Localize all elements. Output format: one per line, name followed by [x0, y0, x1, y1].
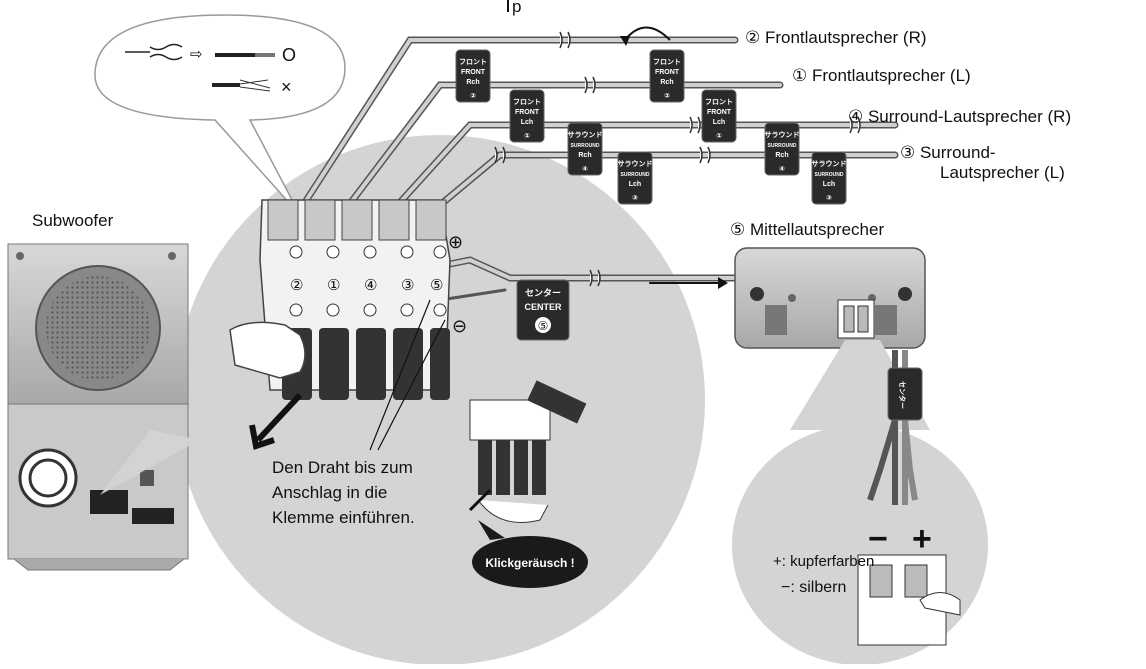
cable-tag-front-rch-2: フロント FRONT Rch ② — [620, 26, 685, 103]
terminal-num-2: ① — [327, 277, 340, 294]
terminal-minus-icon: ⊖ — [452, 316, 467, 336]
click-sound-bubble: Klickgeräusch ! — [472, 520, 588, 588]
hand-icon — [229, 321, 306, 379]
arrow-right-icon: ⇨ — [190, 46, 203, 63]
center-terminal-closeup — [857, 554, 961, 646]
terminal-num-5: ⑤ — [430, 277, 443, 294]
svg-text:②: ② — [664, 93, 670, 100]
pointer-arrow-icon — [249, 392, 303, 450]
subwoofer-zoom-wedge — [100, 430, 200, 495]
svg-text:SURROUND: SURROUND — [621, 172, 650, 178]
instruction-line-1: Den Draht bis zum — [272, 458, 413, 477]
svg-text:Rch: Rch — [466, 79, 479, 86]
svg-text:FRONT: FRONT — [461, 69, 486, 76]
svg-text:フロント: フロント — [653, 58, 681, 66]
terminal-num-1: ② — [290, 277, 303, 294]
terminal-num-4: ③ — [401, 277, 414, 294]
instruction-line-3: Klemme einführen. — [272, 508, 415, 527]
center-minus-sign: − — [868, 520, 888, 558]
svg-text:フロント: フロント — [705, 98, 733, 106]
svg-text:FRONT: FRONT — [655, 69, 680, 76]
label-surround-l-line2: Lautsprecher (L) — [940, 163, 1065, 182]
small-terminal-illustration — [469, 380, 587, 523]
svg-text:②: ② — [470, 93, 476, 100]
svg-text:SURROUND: SURROUND — [768, 143, 797, 149]
svg-text:Rch: Rch — [775, 152, 788, 159]
svg-text:⑤: ⑤ — [538, 319, 549, 333]
legend-plus: +: kupferfarben — [773, 553, 874, 570]
good-mark: O — [282, 45, 296, 65]
cable-tag-surround-rch-1: サラウンド SURROUND Rch ④ — [567, 122, 603, 176]
terminal-plus-icon: ⊕ — [448, 232, 463, 252]
cable-tag-front-lch-1: フロント FRONT Lch ① — [509, 89, 545, 143]
svg-text:Rch: Rch — [660, 79, 673, 86]
svg-text:センター: センター — [525, 287, 561, 298]
svg-text:サラウンド: サラウンド — [618, 159, 653, 168]
legend-minus: −: silbern — [781, 579, 846, 596]
cable-tag-surround-lch-1: サラウンド SURROUND Lch ③ — [617, 151, 653, 205]
center-plus-sign: + — [912, 520, 932, 558]
label-surround-l-line1: ③ Surround- — [900, 143, 996, 162]
svg-text:③: ③ — [632, 195, 638, 202]
cable-tag-front-lch-2: フロント FRONT Lch ① — [701, 89, 737, 143]
svg-text:サラウンド: サラウンド — [765, 130, 800, 139]
svg-text:①: ① — [524, 133, 530, 140]
svg-text:SURROUND: SURROUND — [815, 172, 844, 178]
wire-tip-callout: ⇨ O × — [94, 14, 346, 216]
svg-text:FRONT: FRONT — [515, 109, 540, 116]
cable-break-marks — [494, 31, 861, 287]
instruction-line-2: Anschlag in die — [272, 483, 387, 502]
svg-text:CENTER: CENTER — [524, 302, 562, 312]
svg-text:Klickgeräusch !: Klickgeräusch ! — [485, 556, 574, 570]
svg-text:センター: センター — [898, 381, 907, 409]
svg-text:④: ④ — [779, 166, 785, 173]
cable-tag-front-rch-1: フロント FRONT Rch ② — [455, 49, 491, 103]
svg-text:Rch: Rch — [578, 152, 591, 159]
label-surround-r: ④ Surround-Lautsprecher (R) — [848, 107, 1071, 126]
cable-tag-surround-lch-2: サラウンド SURROUND Lch ③ — [811, 151, 847, 205]
svg-text:Lch: Lch — [713, 119, 725, 126]
svg-text:サラウンド: サラウンド — [812, 159, 847, 168]
center-cable-tag: センター — [887, 367, 923, 421]
svg-text:Lch: Lch — [521, 119, 533, 126]
svg-text:Lch: Lch — [823, 181, 835, 188]
svg-text:①: ① — [716, 133, 722, 140]
svg-text:サラウンド: サラウンド — [568, 130, 603, 139]
terminal-num-3: ④ — [364, 277, 377, 294]
cable-tag-center: センター CENTER ⑤ — [516, 279, 570, 341]
bad-mark: × — [281, 77, 292, 97]
svg-text:フロント: フロント — [513, 98, 541, 106]
svg-text:Lch: Lch — [629, 181, 641, 188]
center-speaker — [734, 247, 926, 349]
subwoofer-label: Subwoofer — [32, 211, 114, 230]
svg-text:フロント: フロント — [459, 58, 487, 66]
subwoofer — [7, 243, 189, 571]
label-center: ⑤ Mittellautsprecher — [730, 220, 884, 239]
label-front-l: ① Frontlautsprecher (L) — [792, 66, 971, 85]
label-front-r: ② Frontlautsprecher (R) — [745, 28, 927, 47]
svg-text:④: ④ — [582, 166, 588, 173]
svg-text:SURROUND: SURROUND — [571, 143, 600, 149]
top-label-fragment: p — [512, 0, 521, 16]
svg-text:FRONT: FRONT — [707, 109, 732, 116]
svg-text:③: ③ — [826, 195, 832, 202]
cable-tag-surround-rch-2: サラウンド SURROUND Rch ④ — [764, 122, 800, 176]
